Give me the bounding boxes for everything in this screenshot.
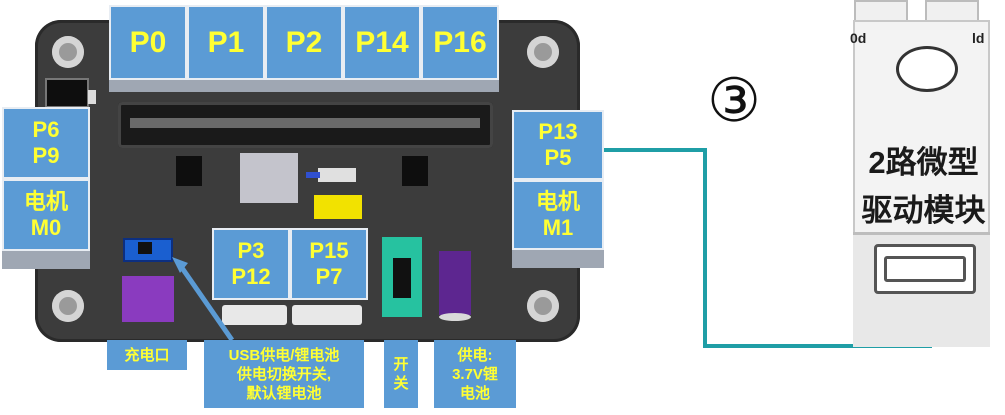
yellow-capacitor: [314, 195, 362, 219]
module-connector-inner: [884, 256, 966, 282]
right-header-base: [512, 250, 604, 268]
mounting-hole-bottom-left: [52, 290, 84, 322]
caption-charge-port: 充电口: [107, 340, 187, 370]
grey-module: [240, 153, 298, 203]
pin-label-p0: P0: [109, 5, 187, 80]
left-header-base: [2, 251, 90, 269]
module-top-label-right: ld: [972, 30, 985, 46]
battery-part: [439, 251, 471, 315]
bottom-connector-left: [222, 305, 287, 325]
bottom-connector-right: [292, 305, 362, 325]
step-marker-3: ③: [707, 67, 761, 134]
caption-on-off-switch: 开关: [384, 340, 418, 408]
battery-cap: [439, 313, 471, 321]
power-switch-lever: [393, 258, 411, 298]
caption-power-select-switch: USB供电/锂电池供电切换开关,默认锂电池: [204, 340, 364, 408]
usb-battery-switch: [123, 238, 173, 262]
module-top-label-left: 0d: [850, 30, 867, 46]
mounting-hole-top-left: [52, 36, 84, 68]
pin-label-p16: P16: [421, 5, 499, 80]
module-title-line2: 驱动模块: [861, 193, 986, 228]
mounting-hole-top-right: [527, 36, 559, 68]
mounting-hole-bottom-right: [527, 290, 559, 322]
top-header-base: [109, 80, 499, 92]
edge-connector-pins: [130, 118, 480, 128]
chip-right: [402, 156, 428, 186]
charge-port-part: [122, 276, 174, 322]
caption-battery: 供电:3.7V锂电池: [434, 340, 516, 408]
pin-label-p1: P1: [187, 5, 265, 80]
pin-label-p14: P14: [343, 5, 421, 80]
switch-knob: [138, 242, 152, 254]
pin-label-p2: P2: [265, 5, 343, 80]
arrow-line: [177, 263, 235, 342]
module-title-line1: 2路微型: [868, 145, 979, 180]
module-connector-socket: [874, 244, 976, 294]
chip-left: [176, 156, 202, 186]
small-white-part: [318, 168, 356, 182]
module-mounting-hole: [896, 46, 958, 92]
small-component: [88, 90, 96, 104]
blue-led: [306, 172, 320, 178]
